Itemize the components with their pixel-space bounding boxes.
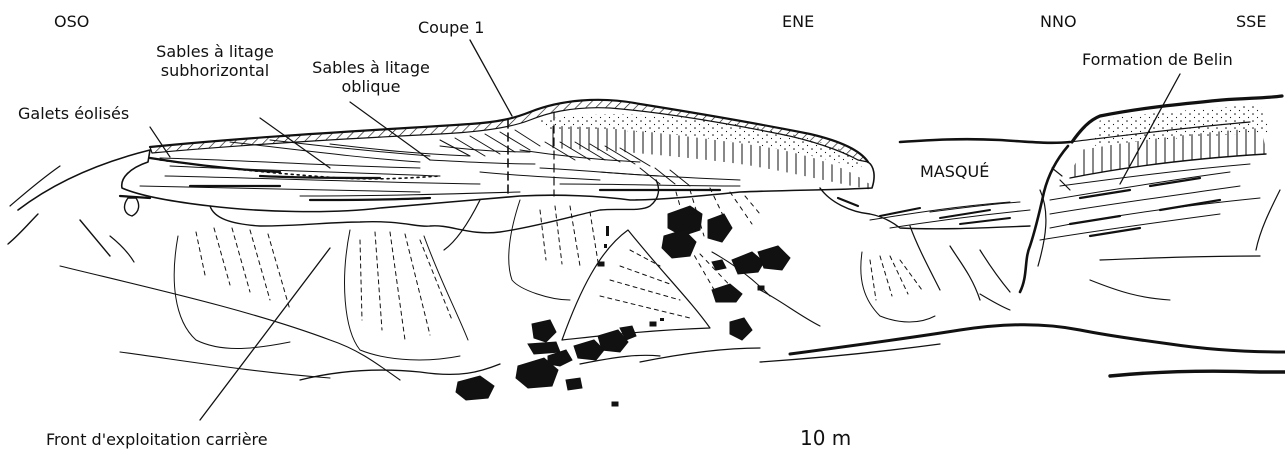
- orientation-north-label: NNO: [1040, 12, 1077, 31]
- bottom-right-bold: [1110, 371, 1285, 376]
- lower-west-wall: [210, 180, 658, 233]
- sables-subhorizontal-line-2: subhorizontal: [140, 61, 290, 80]
- orientation-south-label: SSE: [1236, 12, 1266, 31]
- masque-label: MASQUÉ: [920, 162, 989, 181]
- masque-upper-line: [900, 139, 1070, 143]
- east-ground-bold: [790, 325, 1285, 354]
- galets-eolises-label: Galets éolisés: [18, 104, 129, 123]
- scale-label: 10 m: [800, 426, 851, 450]
- front-exploitation-label: Front d'exploitation carrière: [46, 430, 268, 449]
- formation-belin-label: Formation de Belin: [1082, 50, 1233, 69]
- east-block-west-face: [1020, 146, 1068, 292]
- coupe-1-leader: [470, 40, 512, 116]
- sables-oblique-line-2: oblique: [296, 77, 446, 96]
- east-fan: [861, 252, 935, 322]
- gravel-lines: [120, 158, 720, 200]
- coupe-1-label: Coupe 1: [418, 18, 484, 37]
- orientation-east-label: ENE: [782, 12, 814, 31]
- front-leader: [200, 248, 330, 420]
- sables-oblique-line-1: Sables à litage: [296, 58, 446, 77]
- sables-subhorizontal-label: Sables à litage subhorizontal: [140, 42, 290, 80]
- sables-oblique-label: Sables à litage oblique: [296, 58, 446, 96]
- sables-subhorizontal-line-1: Sables à litage: [140, 42, 290, 61]
- slump-fan-2: [345, 230, 468, 360]
- orientation-west-label: OSO: [54, 12, 89, 31]
- boulders: [456, 206, 790, 406]
- slump-fan-1: [174, 228, 290, 349]
